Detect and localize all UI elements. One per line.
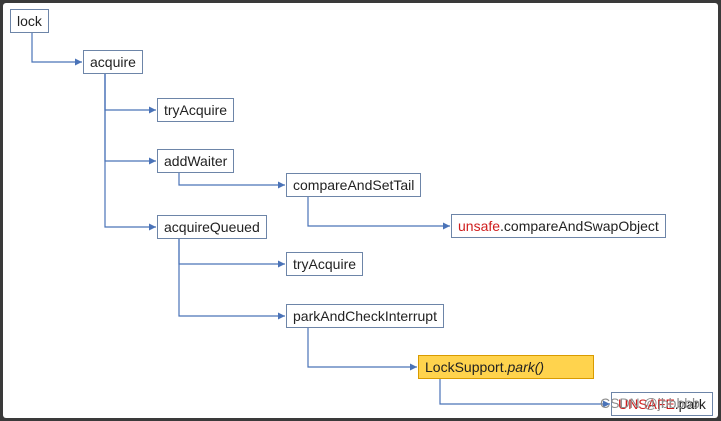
node-add-waiter-label: addWaiter <box>164 153 228 169</box>
node-acquire-label: acquire <box>90 54 136 70</box>
watermark: CSDN @jbbbbb <box>600 395 700 411</box>
node-unsafe-park-suffix: .park <box>674 396 706 412</box>
connector-acquire-to-acquire_queued <box>104 74 156 231</box>
node-unsafe-park: UNSAFE.park <box>611 392 713 416</box>
connector-acquire_queued-to-try_acquire_2 <box>178 239 285 268</box>
node-lock-label: lock <box>17 13 42 29</box>
node-unsafe-cas: unsafe.compareAndSwapObject <box>451 214 666 238</box>
connector-layer <box>31 33 610 408</box>
connector-compare_and_set_tail-to-unsafe_cas <box>307 197 450 230</box>
connector-lock-to-acquire <box>31 33 82 66</box>
node-try-acquire-2-label: tryAcquire <box>293 256 357 272</box>
node-compare-and-set-tail-label: compareAndSetTail <box>293 177 415 193</box>
node-lock-support-park-method: park() <box>507 359 545 375</box>
node-acquire-queued-label: acquireQueued <box>164 219 260 235</box>
node-acquire: acquire <box>83 50 143 74</box>
node-try-acquire-2: tryAcquire <box>286 252 364 276</box>
node-lock-support-park: LockSupport.park() <box>418 355 594 379</box>
node-try-acquire-1-label: tryAcquire <box>164 102 228 118</box>
diagram-canvas: lock acquire tryAcquire addWaiter compar… <box>3 3 718 418</box>
connector-acquire-to-try_acquire_1 <box>104 74 156 114</box>
node-acquire-queued: acquireQueued <box>157 215 267 239</box>
node-lock: lock <box>10 9 49 33</box>
node-unsafe-park-prefix: UNSAFE <box>618 396 675 412</box>
node-unsafe-cas-prefix: unsafe <box>458 218 501 234</box>
node-try-acquire-1: tryAcquire <box>157 98 235 122</box>
connector-acquire-to-add_waiter <box>104 74 156 165</box>
connector-add_waiter-to-compare_and_set_tail <box>178 173 285 189</box>
node-compare-and-set-tail: compareAndSetTail <box>286 173 422 197</box>
node-park-and-check-interrupt: parkAndCheckInterrupt <box>286 304 444 328</box>
node-park-and-check-interrupt-label: parkAndCheckInterrupt <box>293 308 437 324</box>
connector-lock_support_park-to-unsafe_park <box>439 379 610 408</box>
node-unsafe-cas-suffix: .compareAndSwapObject <box>500 218 659 234</box>
connector-park_and_check_interrupt-to-lock_support_park <box>307 328 417 371</box>
node-lock-support-park-prefix: LockSupport. <box>425 359 508 375</box>
connector-acquire_queued-to-park_and_check_interrupt <box>178 239 285 320</box>
node-add-waiter: addWaiter <box>157 149 235 173</box>
